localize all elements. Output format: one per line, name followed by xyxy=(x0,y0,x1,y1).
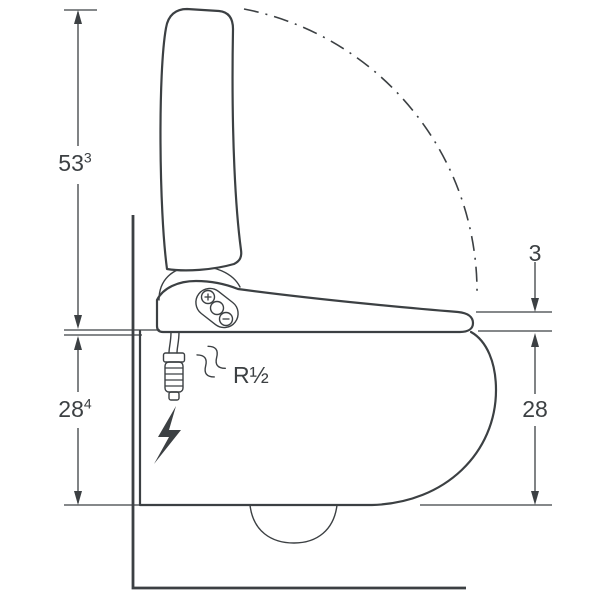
water-connector xyxy=(162,331,186,401)
wall-and-floor xyxy=(131,215,466,590)
dimension-label-bowl-height-front: 28 xyxy=(522,396,548,422)
lid-swing-arc xyxy=(243,8,478,297)
dimension-label-lid-height: 533 xyxy=(58,149,92,176)
power-bolt-icon xyxy=(154,406,181,464)
dimension-lines xyxy=(64,9,552,506)
dimension-label-seat-lip: 3 xyxy=(528,240,542,266)
plus-icon xyxy=(204,293,212,301)
open-lid xyxy=(159,7,243,272)
drain-outline xyxy=(249,504,338,544)
water-flow-icon xyxy=(196,345,226,378)
dimension-label-bowl-height-back: 284 xyxy=(58,395,92,422)
seat-control-panel xyxy=(195,287,239,329)
toilet-bowl xyxy=(138,329,498,544)
seat-unit xyxy=(155,265,475,334)
water-connection-label: R½ xyxy=(233,362,269,388)
